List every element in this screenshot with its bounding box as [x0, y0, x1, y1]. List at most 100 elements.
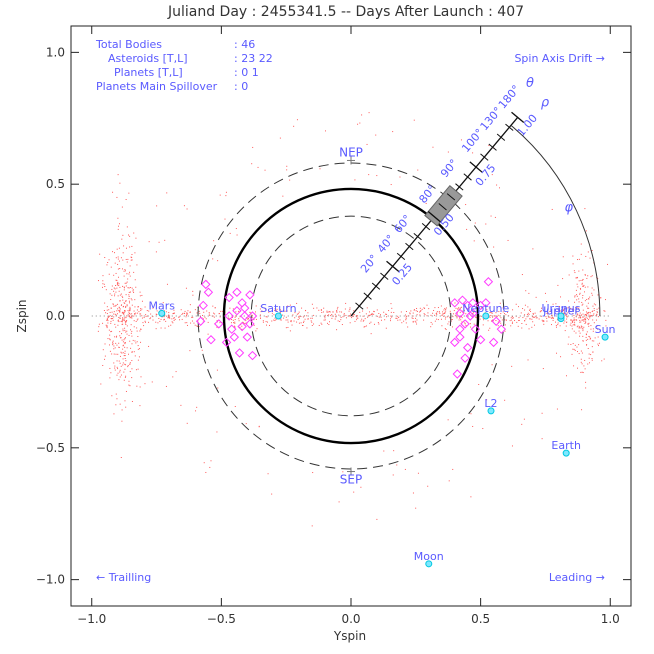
- belt-point: [579, 321, 581, 323]
- belt-point: [125, 321, 127, 323]
- belt-point: [168, 316, 170, 318]
- belt-point: [510, 325, 512, 327]
- belt-point: [378, 316, 380, 318]
- belt-point: [208, 313, 210, 315]
- belt-point: [109, 367, 111, 369]
- belt-point: [222, 310, 224, 312]
- belt-point: [113, 345, 115, 347]
- belt-point: [596, 314, 598, 316]
- belt-point: [125, 300, 127, 302]
- belt-point: [488, 329, 490, 331]
- asteroid-marker: [234, 348, 245, 358]
- belt-point: [578, 315, 580, 317]
- belt-point: [119, 268, 121, 270]
- belt-point: [560, 356, 562, 358]
- belt-point: [231, 319, 233, 321]
- belt-point: [585, 387, 587, 389]
- belt-point: [126, 325, 128, 327]
- belt-point: [575, 319, 577, 321]
- belt-point: [587, 275, 589, 277]
- belt-point: [463, 303, 465, 305]
- belt-point: [118, 342, 120, 344]
- belt-point: [197, 306, 199, 308]
- belt-point: [390, 184, 392, 186]
- belt-point: [532, 312, 534, 314]
- belt-point: [122, 323, 124, 325]
- belt-point: [107, 319, 109, 321]
- belt-point: [582, 309, 584, 311]
- belt-point: [596, 308, 598, 310]
- belt-point: [137, 336, 139, 338]
- belt-point: [156, 205, 158, 207]
- belt-point: [280, 319, 282, 321]
- belt-point: [430, 321, 432, 323]
- belt-point: [463, 309, 465, 311]
- belt-point: [213, 240, 215, 242]
- belt-point: [220, 310, 222, 312]
- belt-point: [109, 311, 111, 313]
- belt-point: [547, 313, 549, 315]
- belt-point: [136, 341, 138, 343]
- belt-point: [558, 309, 560, 311]
- belt-point: [149, 318, 151, 320]
- belt-point: [580, 288, 582, 290]
- belt-point: [352, 315, 354, 317]
- belt-point: [318, 309, 320, 311]
- belt-point: [393, 311, 395, 313]
- belt-point: [124, 321, 126, 323]
- belt-point: [203, 311, 205, 313]
- belt-point: [257, 166, 259, 168]
- belt-point: [279, 137, 281, 139]
- belt-point: [120, 293, 122, 295]
- belt-point: [163, 316, 165, 318]
- belt-point: [247, 317, 249, 319]
- belt-point: [582, 316, 584, 318]
- belt-point: [239, 326, 241, 328]
- belt-point: [128, 287, 130, 289]
- belt-point: [376, 315, 378, 317]
- belt-point: [128, 294, 130, 296]
- scale-tick: [371, 282, 381, 290]
- belt-point: [181, 318, 183, 320]
- belt-point: [324, 130, 326, 132]
- belt-point: [186, 324, 188, 326]
- belt-point: [440, 305, 442, 307]
- belt-point: [368, 112, 370, 114]
- belt-point: [158, 317, 160, 319]
- belt-point: [105, 312, 107, 314]
- belt-point: [127, 234, 129, 236]
- belt-point: [596, 313, 598, 315]
- belt-point: [520, 312, 522, 314]
- belt-point: [582, 269, 584, 271]
- belt-point: [117, 303, 119, 305]
- belt-point: [591, 275, 593, 277]
- belt-point: [216, 369, 218, 371]
- belt-point: [367, 316, 369, 318]
- belt-point: [404, 468, 406, 470]
- belt-point: [129, 271, 131, 273]
- belt-point: [282, 195, 284, 197]
- belt-point: [511, 321, 513, 323]
- asteroid-marker: [465, 311, 475, 321]
- belt-point: [118, 347, 120, 349]
- belt-point: [560, 296, 562, 298]
- belt-point: [133, 232, 135, 234]
- belt-point: [582, 279, 584, 281]
- belt-point: [111, 318, 113, 320]
- belt-point: [131, 253, 133, 255]
- belt-point: [118, 306, 120, 308]
- belt-point: [152, 307, 154, 309]
- belt-point: [241, 325, 243, 327]
- scale-tick: [380, 272, 389, 280]
- belt-point: [446, 316, 448, 318]
- asteroid-marker: [455, 308, 465, 319]
- belt-point: [302, 321, 304, 323]
- belt-point: [229, 307, 231, 309]
- belt-point: [262, 321, 264, 323]
- belt-point: [123, 311, 125, 313]
- belt-point: [141, 294, 143, 296]
- belt-point: [166, 192, 168, 194]
- belt-point: [241, 328, 243, 330]
- belt-point: [564, 330, 566, 332]
- belt-point: [313, 307, 315, 309]
